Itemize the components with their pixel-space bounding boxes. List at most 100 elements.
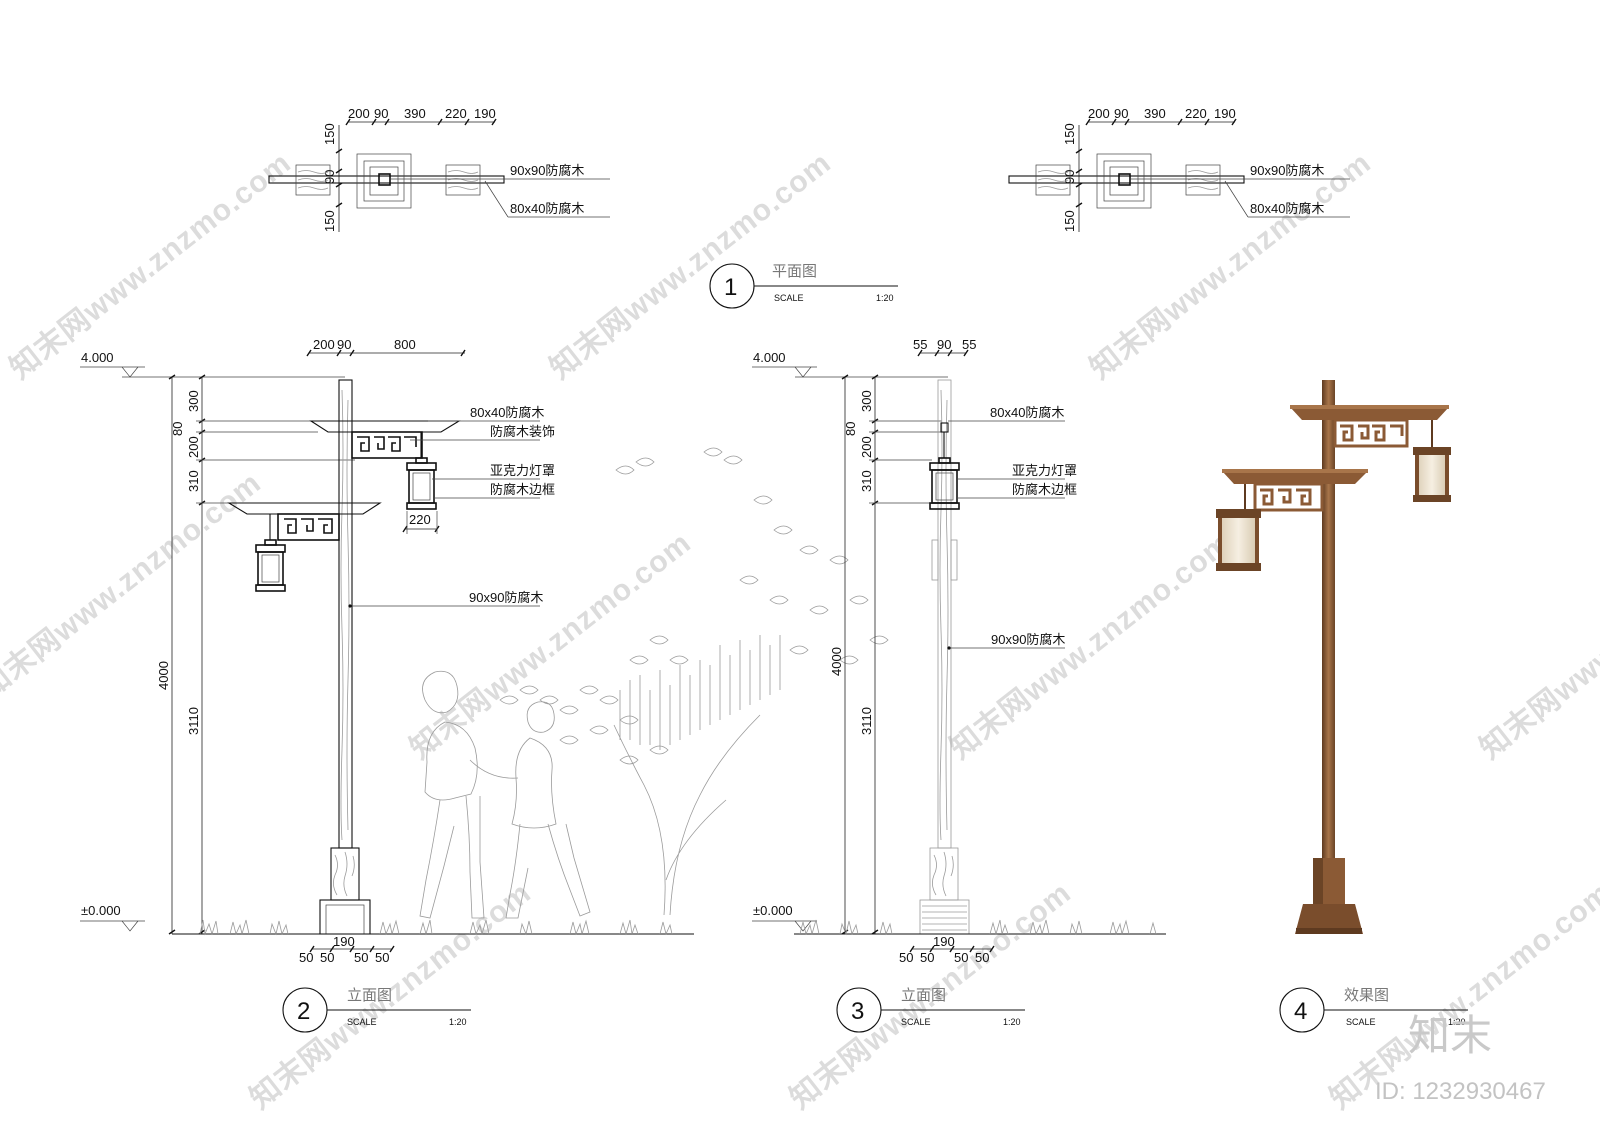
dim-text: 220 <box>409 512 431 527</box>
view-number: 1 <box>724 274 737 301</box>
lantern <box>255 514 286 592</box>
dim-text: 3110 <box>186 707 201 735</box>
dim-text: 390 <box>404 106 426 121</box>
dim-text: 55 <box>913 337 927 352</box>
dim-text: 150 <box>1062 210 1077 232</box>
dim-text: 50 <box>975 950 989 965</box>
dim-text: 50 <box>299 950 313 965</box>
level-ground: ±0.000 <box>81 903 121 918</box>
dim-text: 50 <box>920 950 934 965</box>
scale-value: 1:20 <box>449 1017 467 1027</box>
dim-text: 310 <box>186 470 201 492</box>
view-number: 4 <box>1294 998 1307 1025</box>
note-text: 90x90防腐木 <box>510 163 584 178</box>
dim-text: 200 <box>1088 106 1110 121</box>
dim-text: 4000 <box>156 661 171 690</box>
scale-label: SCALE <box>347 1017 377 1027</box>
dim-text: 50 <box>375 950 389 965</box>
view-number: 3 <box>851 998 864 1025</box>
tree-sketch <box>499 447 889 916</box>
dim-text: 90 <box>1062 170 1077 184</box>
image-id: ID: 1232930467 <box>1375 1078 1546 1105</box>
dim-text: 150 <box>1062 123 1077 145</box>
dim-text: 190 <box>1214 106 1236 121</box>
dim-text: 300 <box>186 390 201 412</box>
dim-text: 190 <box>474 106 496 121</box>
note-text: 防腐木装饰 <box>490 424 555 439</box>
dim-text: 220 <box>1185 106 1207 121</box>
level-top: 4.000 <box>81 350 114 365</box>
note-text: 90x90防腐木 <box>1250 163 1324 178</box>
dim-text: 190 <box>933 934 955 949</box>
view-number: 2 <box>297 998 310 1025</box>
note-text: 80x40防腐木 <box>1250 201 1324 216</box>
dim-text: 90 <box>374 106 388 121</box>
dim-text: 80 <box>170 422 185 436</box>
dim-text: 150 <box>322 210 337 232</box>
watermark-text: 知末网www.znzmo.com <box>0 466 267 705</box>
dim-text: 50 <box>320 950 334 965</box>
dim-text: 80 <box>843 422 858 436</box>
note-text: 亚克力灯罩 <box>490 463 555 478</box>
note-text: 防腐木边框 <box>490 482 555 497</box>
dim-text: 50 <box>899 950 913 965</box>
view-name: 平面图 <box>772 263 817 280</box>
dim-text: 55 <box>962 337 976 352</box>
note-text: 90x90防腐木 <box>469 590 543 605</box>
lantern <box>406 432 437 510</box>
dim-text: 50 <box>954 950 968 965</box>
fret-decoration <box>351 431 423 459</box>
side-elevation: 4.000 ±0.000 4000 300 80 200 310 3110 55 <box>752 337 1166 965</box>
note-text: 80x40防腐木 <box>510 201 584 216</box>
note-text: 80x40防腐木 <box>990 405 1064 420</box>
view-name: 效果图 <box>1344 987 1389 1004</box>
dim-text: 4000 <box>829 647 844 676</box>
dim-text: 200 <box>313 337 335 352</box>
watermark-layer: 知末网www.znzmo.com 知末网www.znzmo.com 知末网www… <box>0 146 1600 1115</box>
dim-text: 150 <box>322 123 337 145</box>
dim-text: 90 <box>322 170 337 184</box>
dim-text: 200 <box>348 106 370 121</box>
watermark-text: 知末网www.znzmo.com <box>944 526 1237 765</box>
scale-value: 1:20 <box>1448 1017 1466 1027</box>
lantern <box>1216 484 1261 571</box>
lamp-rendering <box>1216 380 1451 934</box>
note-text: 90x90防腐木 <box>991 632 1065 647</box>
dim-text: 190 <box>333 934 355 949</box>
dim-text: 90 <box>937 337 951 352</box>
watermark-text: 知末网www.znzmo.com <box>1474 526 1600 765</box>
fret-decoration <box>277 513 340 541</box>
plan-view-left: 200 90 390 220 190 150 90 150 90x90防腐木 8… <box>268 106 610 232</box>
dim-text: 3110 <box>859 707 874 735</box>
scale-label: SCALE <box>901 1017 931 1027</box>
view-title-3: 3 立面图 SCALE 1:20 <box>836 987 1025 1033</box>
plan-view-right: 200 90 390 220 190 150 90 150 90x90防腐木 8… <box>1008 106 1350 232</box>
dim-text: 200 <box>186 436 201 458</box>
dim-text: 390 <box>1144 106 1166 121</box>
dim-text: 220 <box>445 106 467 121</box>
level-top: 4.000 <box>753 350 786 365</box>
watermark-text: 知末网www.znzmo.com <box>404 526 697 765</box>
lantern <box>929 432 960 510</box>
watermark-text: 知末网www.znzmo.com <box>1084 146 1377 385</box>
scale-value: 1:20 <box>1003 1017 1021 1027</box>
dim-text: 200 <box>859 436 874 458</box>
scale-label: SCALE <box>774 293 804 303</box>
brand-mark: 知末 ID: 1232930467 <box>1375 1012 1546 1105</box>
brand-logo-text: 知末 <box>1408 1012 1492 1059</box>
note-text: 防腐木边框 <box>1012 482 1077 497</box>
note-text: 亚克力灯罩 <box>1012 463 1077 478</box>
scale-value: 1:20 <box>876 293 894 303</box>
view-title-1: 1 平面图 SCALE 1:20 <box>709 263 898 309</box>
people-sketch <box>419 670 591 919</box>
view-title-4: 4 效果图 SCALE 1:20 <box>1279 987 1468 1033</box>
dim-text: 90 <box>337 337 351 352</box>
dim-text: 90 <box>1114 106 1128 121</box>
dim-text: 50 <box>354 950 368 965</box>
dim-text: 310 <box>859 470 874 492</box>
view-name: 立面图 <box>901 987 946 1004</box>
front-elevation: 4.000 ±0.000 4000 300 80 200 310 3110 <box>80 337 889 965</box>
lantern <box>1413 420 1451 502</box>
note-text: 80x40防腐木 <box>470 405 544 420</box>
